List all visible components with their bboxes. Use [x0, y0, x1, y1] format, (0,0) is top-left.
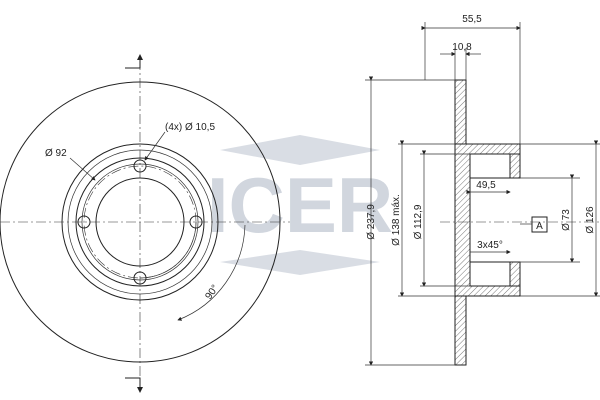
watermark-text: ICER: [207, 161, 393, 249]
center-bore-label: Ø 73: [561, 209, 572, 231]
angle-dim-arc: [177, 224, 246, 321]
angle-arc: [139, 221, 197, 279]
section-marker-top: [125, 54, 143, 69]
hat-depth-label: 49,5: [476, 180, 496, 191]
datum-label: A: [536, 221, 543, 232]
outer-diameter-label: Ø 237,9: [366, 204, 377, 240]
hub-flange-upper: [509, 153, 521, 179]
friction-diameter-label: Ø 138 máx.: [391, 194, 402, 246]
angle-label: 90°: [203, 283, 221, 302]
hole-label: (4x) Ø 10,5: [165, 122, 215, 133]
disc-thickness-label: 10,8: [452, 42, 472, 53]
bore-outer-label: Ø 126: [585, 206, 596, 234]
datum-box: [531, 216, 548, 233]
hat-diameter-label: Ø 112,9: [413, 204, 424, 239]
icer-watermark: ICER: [207, 135, 393, 275]
pcd-leader: [69, 157, 96, 181]
friction-plate-upper: [454, 79, 467, 145]
chamfer-label: 3x45°: [477, 240, 503, 251]
section-marker-bottom: [125, 377, 143, 393]
hub-flange-lower: [509, 261, 521, 287]
section-view: 55,5 10,8 Ø 237,9 Ø 138 máx. Ø 112,9 49,…: [365, 14, 600, 366]
total-height-label: 55,5: [462, 14, 482, 25]
hole-leader: [144, 131, 166, 161]
friction-plate-lower: [454, 295, 467, 366]
front-view: (4x) Ø 10,5 Ø 92 90°: [0, 54, 290, 393]
pcd-label: Ø 92: [45, 148, 67, 159]
